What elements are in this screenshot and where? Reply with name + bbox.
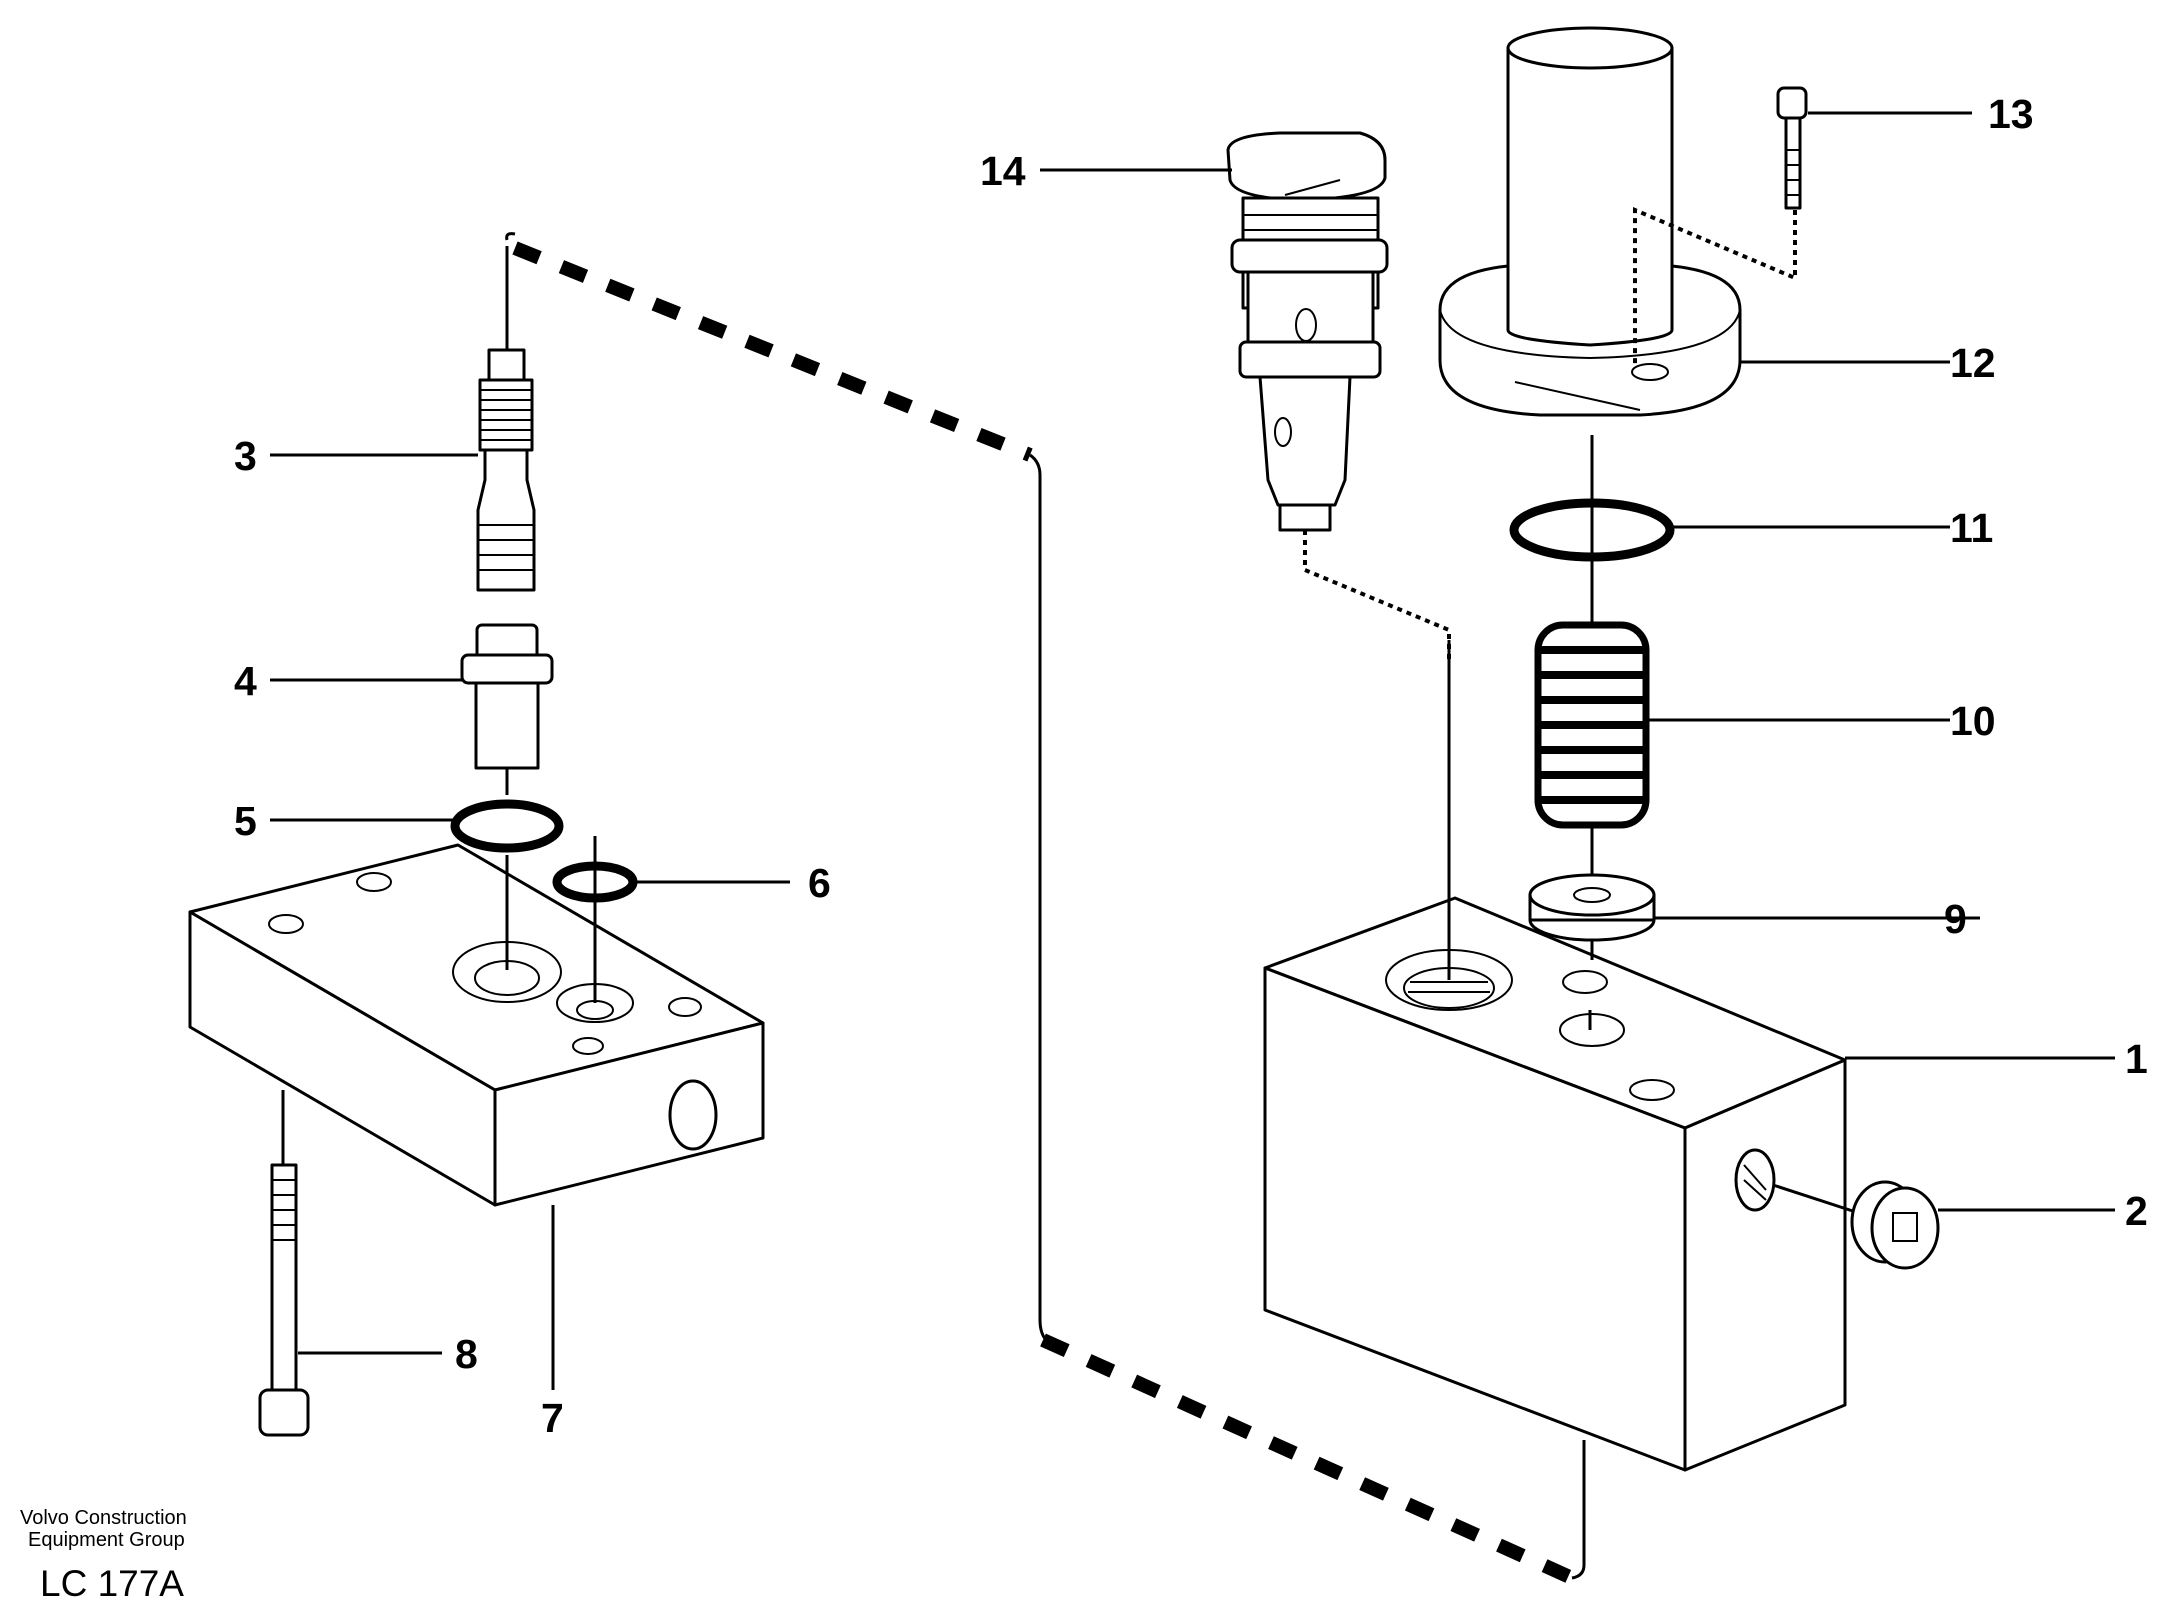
callout-5: 5 bbox=[234, 798, 257, 844]
left-cartridge bbox=[476, 348, 536, 592]
leader-lines bbox=[270, 111, 2115, 1390]
callout-12: 12 bbox=[1950, 340, 1996, 386]
callout-1: 1 bbox=[2125, 1036, 2148, 1082]
left-sleeve bbox=[460, 623, 554, 770]
callout-4: 4 bbox=[234, 658, 257, 704]
callout-2: 2 bbox=[2125, 1188, 2148, 1234]
o-ring-5 bbox=[450, 799, 564, 853]
cover-tube bbox=[1438, 26, 1742, 417]
company-name-line1: Volvo Construction bbox=[20, 1507, 187, 1529]
drawing-code: LC 177A bbox=[40, 1563, 184, 1604]
o-ring-11 bbox=[1509, 498, 1675, 562]
valve-insert bbox=[1226, 131, 1451, 660]
callout-14: 14 bbox=[980, 148, 1026, 194]
callout-13: 13 bbox=[1988, 91, 2034, 137]
right-valve-block bbox=[1263, 896, 1847, 1472]
callout-8: 8 bbox=[455, 1331, 478, 1377]
callout-6: 6 bbox=[808, 860, 831, 906]
callout-11: 11 bbox=[1950, 505, 1993, 551]
left-bolt bbox=[258, 1163, 310, 1437]
left-valve-block bbox=[188, 843, 765, 1207]
callout-7: 7 bbox=[541, 1395, 564, 1441]
callout-9: 9 bbox=[1944, 896, 1967, 942]
company-name-line2: Equipment Group bbox=[28, 1529, 185, 1551]
callout-3: 3 bbox=[234, 433, 257, 479]
callout-10: 10 bbox=[1950, 698, 1996, 744]
small-bolt bbox=[1633, 86, 1808, 365]
spring bbox=[1534, 621, 1650, 829]
assembly-connection-dashes bbox=[505, 232, 1586, 1585]
plug bbox=[1772, 1180, 1940, 1270]
spring-seat bbox=[1528, 873, 1656, 942]
